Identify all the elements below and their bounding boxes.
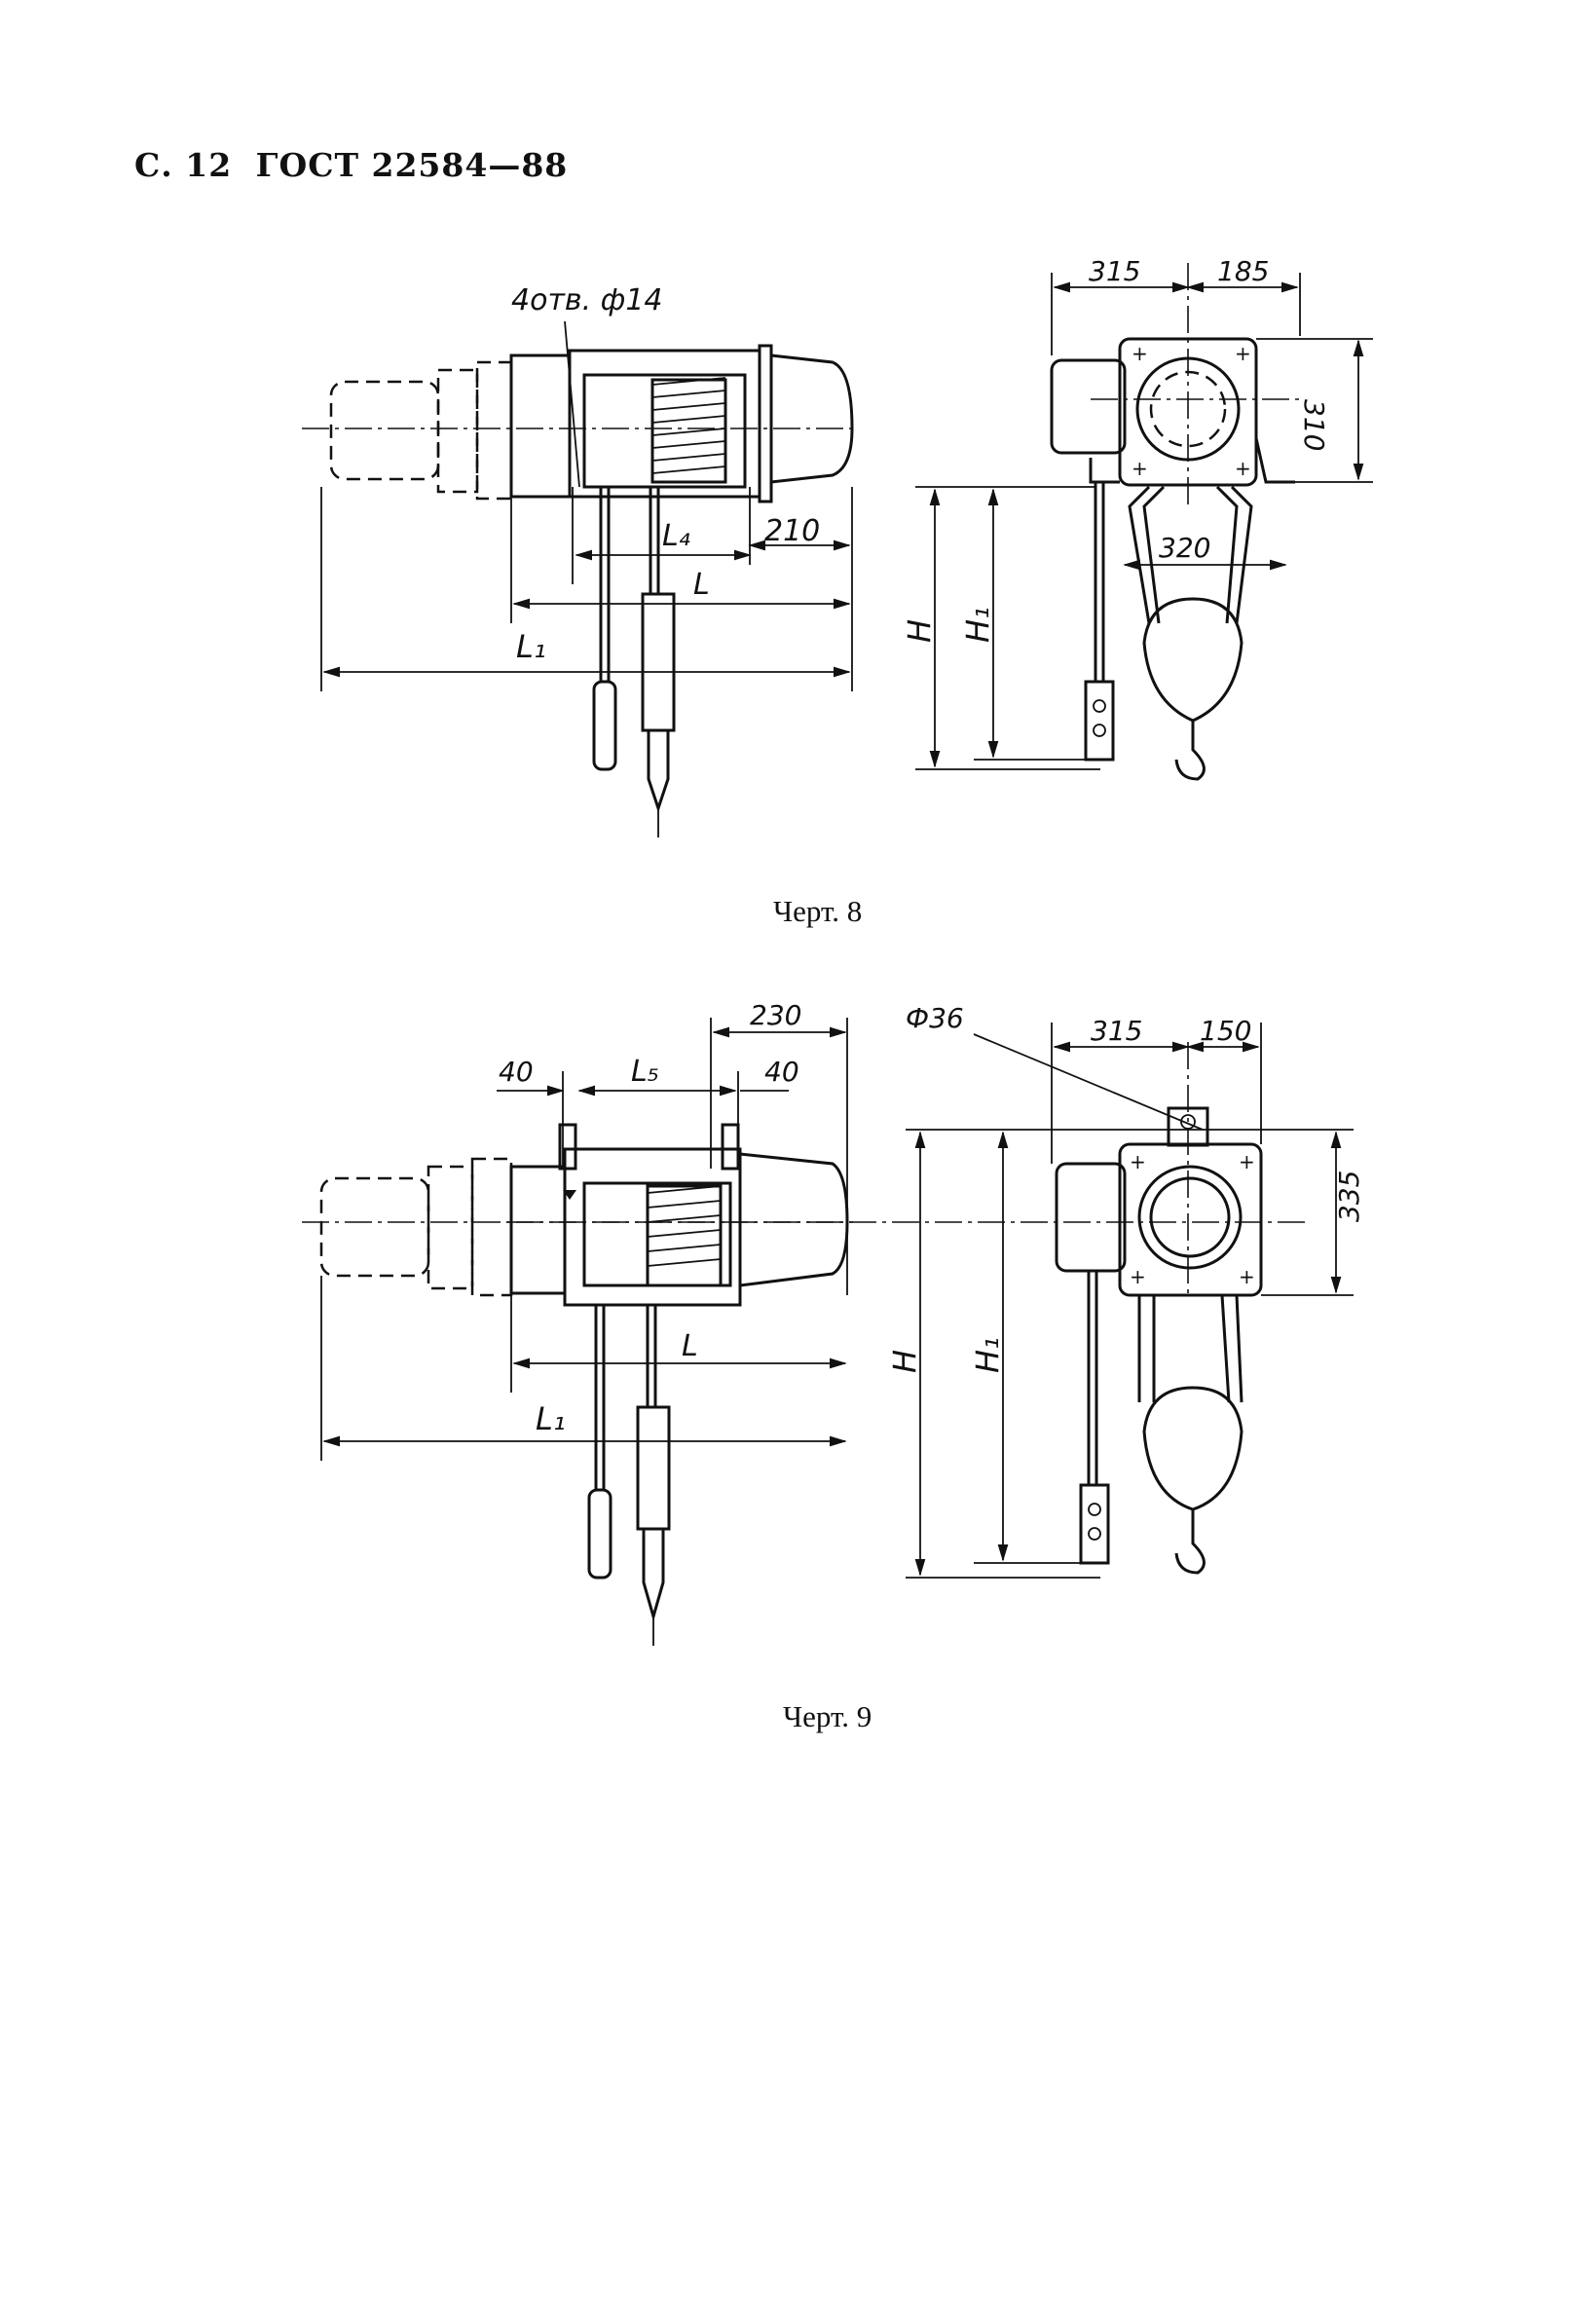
fig9-label-230: 230 (750, 999, 801, 1031)
fig8-label-210: 210 (764, 514, 820, 548)
svg-text:+: + (1239, 1265, 1255, 1288)
fig9-label-335: 335 (1333, 1171, 1365, 1222)
fig8-label-310: 310 (1298, 399, 1330, 451)
page-header: С. 12 ГОСТ 22584—88 (134, 146, 579, 184)
svg-text:+: + (1235, 342, 1251, 365)
fig8-label-H1: H₁ (959, 607, 996, 643)
svg-text:+: + (1235, 457, 1251, 480)
fig8-side-view (302, 320, 857, 837)
figure-9-caption: Черт. 9 (783, 1699, 872, 1733)
standard-code: ГОСТ 22584—88 (255, 146, 569, 184)
fig8-label-L1: L₁ (516, 628, 546, 665)
fig9-label-H: H (886, 1350, 923, 1373)
fig9-label-L1: L₁ (536, 1400, 566, 1437)
fig9-label-phi36: Ф36 (906, 1002, 964, 1034)
fig8-label-315: 315 (1089, 255, 1140, 287)
fig8-label-L: L (693, 568, 710, 602)
page-number: С. 12 (134, 146, 233, 184)
fig9-label-L: L (682, 1329, 698, 1363)
fig8-label-185: 185 (1217, 255, 1269, 287)
svg-text:+: + (1239, 1150, 1255, 1173)
svg-text:+: + (1130, 1265, 1146, 1288)
fig9-label-150: 150 (1200, 1015, 1251, 1047)
fig8-label-H: H (901, 619, 938, 643)
figure-8-drawing: 4отв. ф14 L₄ 210 L L₁ + + + + (302, 255, 1373, 837)
fig9-label-H1: H₁ (969, 1337, 1006, 1373)
fig9-side-view (302, 1018, 857, 1646)
svg-text:+: + (1132, 457, 1148, 480)
fig9-label-40-left: 40 (499, 1056, 534, 1088)
fig8-label-320: 320 (1159, 532, 1210, 564)
svg-text:+: + (1132, 342, 1148, 365)
fig8-label-holes: 4отв. ф14 (511, 283, 663, 317)
fig9-front-view: + + + + (506, 1023, 1354, 1579)
fig9-label-315: 315 (1091, 1015, 1142, 1047)
fig9-label-L5: L₅ (631, 1055, 659, 1089)
fig9-label-40-right: 40 (764, 1056, 799, 1088)
svg-text:+: + (1130, 1150, 1146, 1173)
fig8-front-view: + + + + (915, 263, 1373, 781)
figure-9-drawing: 230 40 L₅ 40 L L₁ + + + + (302, 999, 1365, 1646)
fig8-label-L4: L₄ (662, 519, 690, 553)
figure-8-caption: Черт. 8 (773, 894, 863, 928)
